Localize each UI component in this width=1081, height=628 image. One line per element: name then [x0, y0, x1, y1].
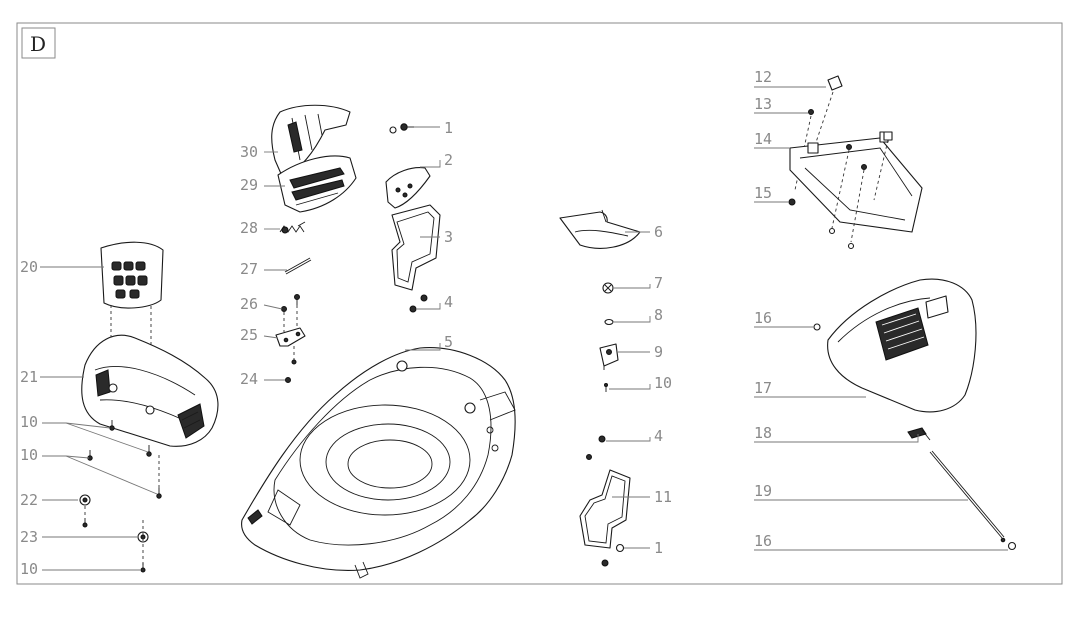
leader-4a — [416, 303, 441, 310]
callout-13: 13 — [754, 95, 772, 113]
screw-10-c — [87, 450, 93, 461]
part-13-bolt — [808, 109, 814, 115]
part-17-top-cover — [827, 278, 977, 413]
part-14-bolts — [828, 131, 893, 250]
part-4-nut-bottom — [586, 435, 606, 460]
leader-18 — [754, 434, 919, 443]
callout-28: 28 — [240, 219, 258, 237]
part-9-valve — [599, 343, 619, 370]
callout-10-left-a: 10 — [20, 413, 38, 431]
leader-2 — [420, 160, 441, 168]
part-8-clip — [604, 318, 614, 326]
part-21-rear-cover — [81, 334, 219, 447]
part-22-nut — [79, 494, 91, 506]
callout-8: 8 — [654, 306, 663, 324]
leader-10b — [609, 384, 651, 390]
part-15-nut — [788, 198, 796, 206]
callout-7: 7 — [654, 274, 663, 292]
part-1-bolt-top — [389, 123, 414, 134]
part-16-clip-bottom — [1000, 537, 1017, 551]
part-1-bolt-bottom — [601, 543, 625, 567]
callout-2: 2 — [444, 151, 453, 169]
warning-label — [875, 307, 929, 361]
leader-25 — [263, 335, 279, 339]
sheet-letter-box — [21, 27, 56, 59]
part-20-handle-grip — [100, 241, 164, 309]
part-14-rail — [789, 131, 923, 233]
part-3-gasket — [391, 204, 441, 291]
callout-6: 6 — [654, 223, 663, 241]
callout-4-bottom: 4 — [654, 427, 663, 445]
callout-11: 11 — [654, 488, 672, 506]
callout-10-center: 10 — [654, 374, 672, 392]
part-2-bracket-plate — [385, 167, 431, 209]
part-7-knob — [602, 282, 614, 294]
leader-7 — [614, 284, 651, 289]
callout-4-top: 4 — [444, 293, 453, 311]
part-27-rod — [284, 257, 312, 275]
part-11-gasket — [579, 469, 631, 549]
callout-5: 5 — [444, 333, 453, 351]
callout-21: 21 — [20, 368, 38, 386]
callout-18: 18 — [754, 424, 772, 442]
callout-23: 23 — [20, 528, 38, 546]
leader-10c — [42, 455, 90, 459]
callout-12: 12 — [754, 68, 772, 86]
leader-8 — [614, 316, 651, 323]
part-6-chute-cover — [559, 209, 641, 249]
assembly-line-14a — [831, 149, 850, 229]
leader-5 — [405, 343, 441, 351]
callout-3: 3 — [444, 228, 453, 246]
callout-10-left-c: 10 — [20, 560, 38, 578]
callout-15: 15 — [754, 184, 772, 202]
screw-10-f — [140, 563, 146, 573]
callout-16-bottom: 16 — [754, 532, 772, 550]
callout-16-top: 16 — [754, 309, 772, 327]
callout-30: 30 — [240, 143, 258, 161]
part-18-spring — [907, 427, 931, 441]
screw-26 — [294, 294, 300, 305]
part-19-rod — [929, 450, 1005, 539]
drawing-frame — [16, 22, 1063, 585]
callout-22: 22 — [20, 491, 38, 509]
callout-9: 9 — [654, 343, 663, 361]
sheet-letter: D — [30, 32, 46, 56]
leader-10d — [65, 455, 158, 495]
part-16-clip-top — [813, 323, 821, 331]
part-25-bracket — [275, 327, 306, 347]
part-29-grille-panel — [277, 155, 357, 213]
callout-1-top: 1 — [444, 119, 453, 137]
screw-26b — [281, 306, 287, 312]
part-5-mower-deck — [241, 347, 516, 579]
callout-20: 20 — [20, 258, 38, 276]
callout-17: 17 — [754, 379, 772, 397]
part-30-rear-guard — [271, 104, 351, 177]
callout-27: 27 — [240, 260, 258, 278]
part-12-cap — [827, 75, 843, 91]
callout-10-left-b: 10 — [20, 446, 38, 464]
screw-10-b — [146, 445, 152, 457]
callout-14: 14 — [754, 130, 772, 148]
callout-24: 24 — [240, 370, 258, 388]
leader-10b — [65, 422, 149, 453]
callout-29: 29 — [240, 176, 258, 194]
part-10-pin — [604, 383, 608, 392]
leader-26 — [263, 304, 283, 310]
leader-4b — [606, 437, 651, 442]
part-28-spring — [279, 221, 306, 234]
callout-19: 19 — [754, 482, 772, 500]
assembly-line-14c — [873, 139, 889, 201]
part-24-nut — [285, 359, 297, 383]
screw-10-d — [156, 488, 162, 499]
screw-10-e — [82, 518, 88, 528]
callout-25: 25 — [240, 326, 258, 344]
callout-26: 26 — [240, 295, 258, 313]
callout-1-bottom: 1 — [654, 539, 663, 557]
assembly-line-14b — [850, 169, 865, 243]
